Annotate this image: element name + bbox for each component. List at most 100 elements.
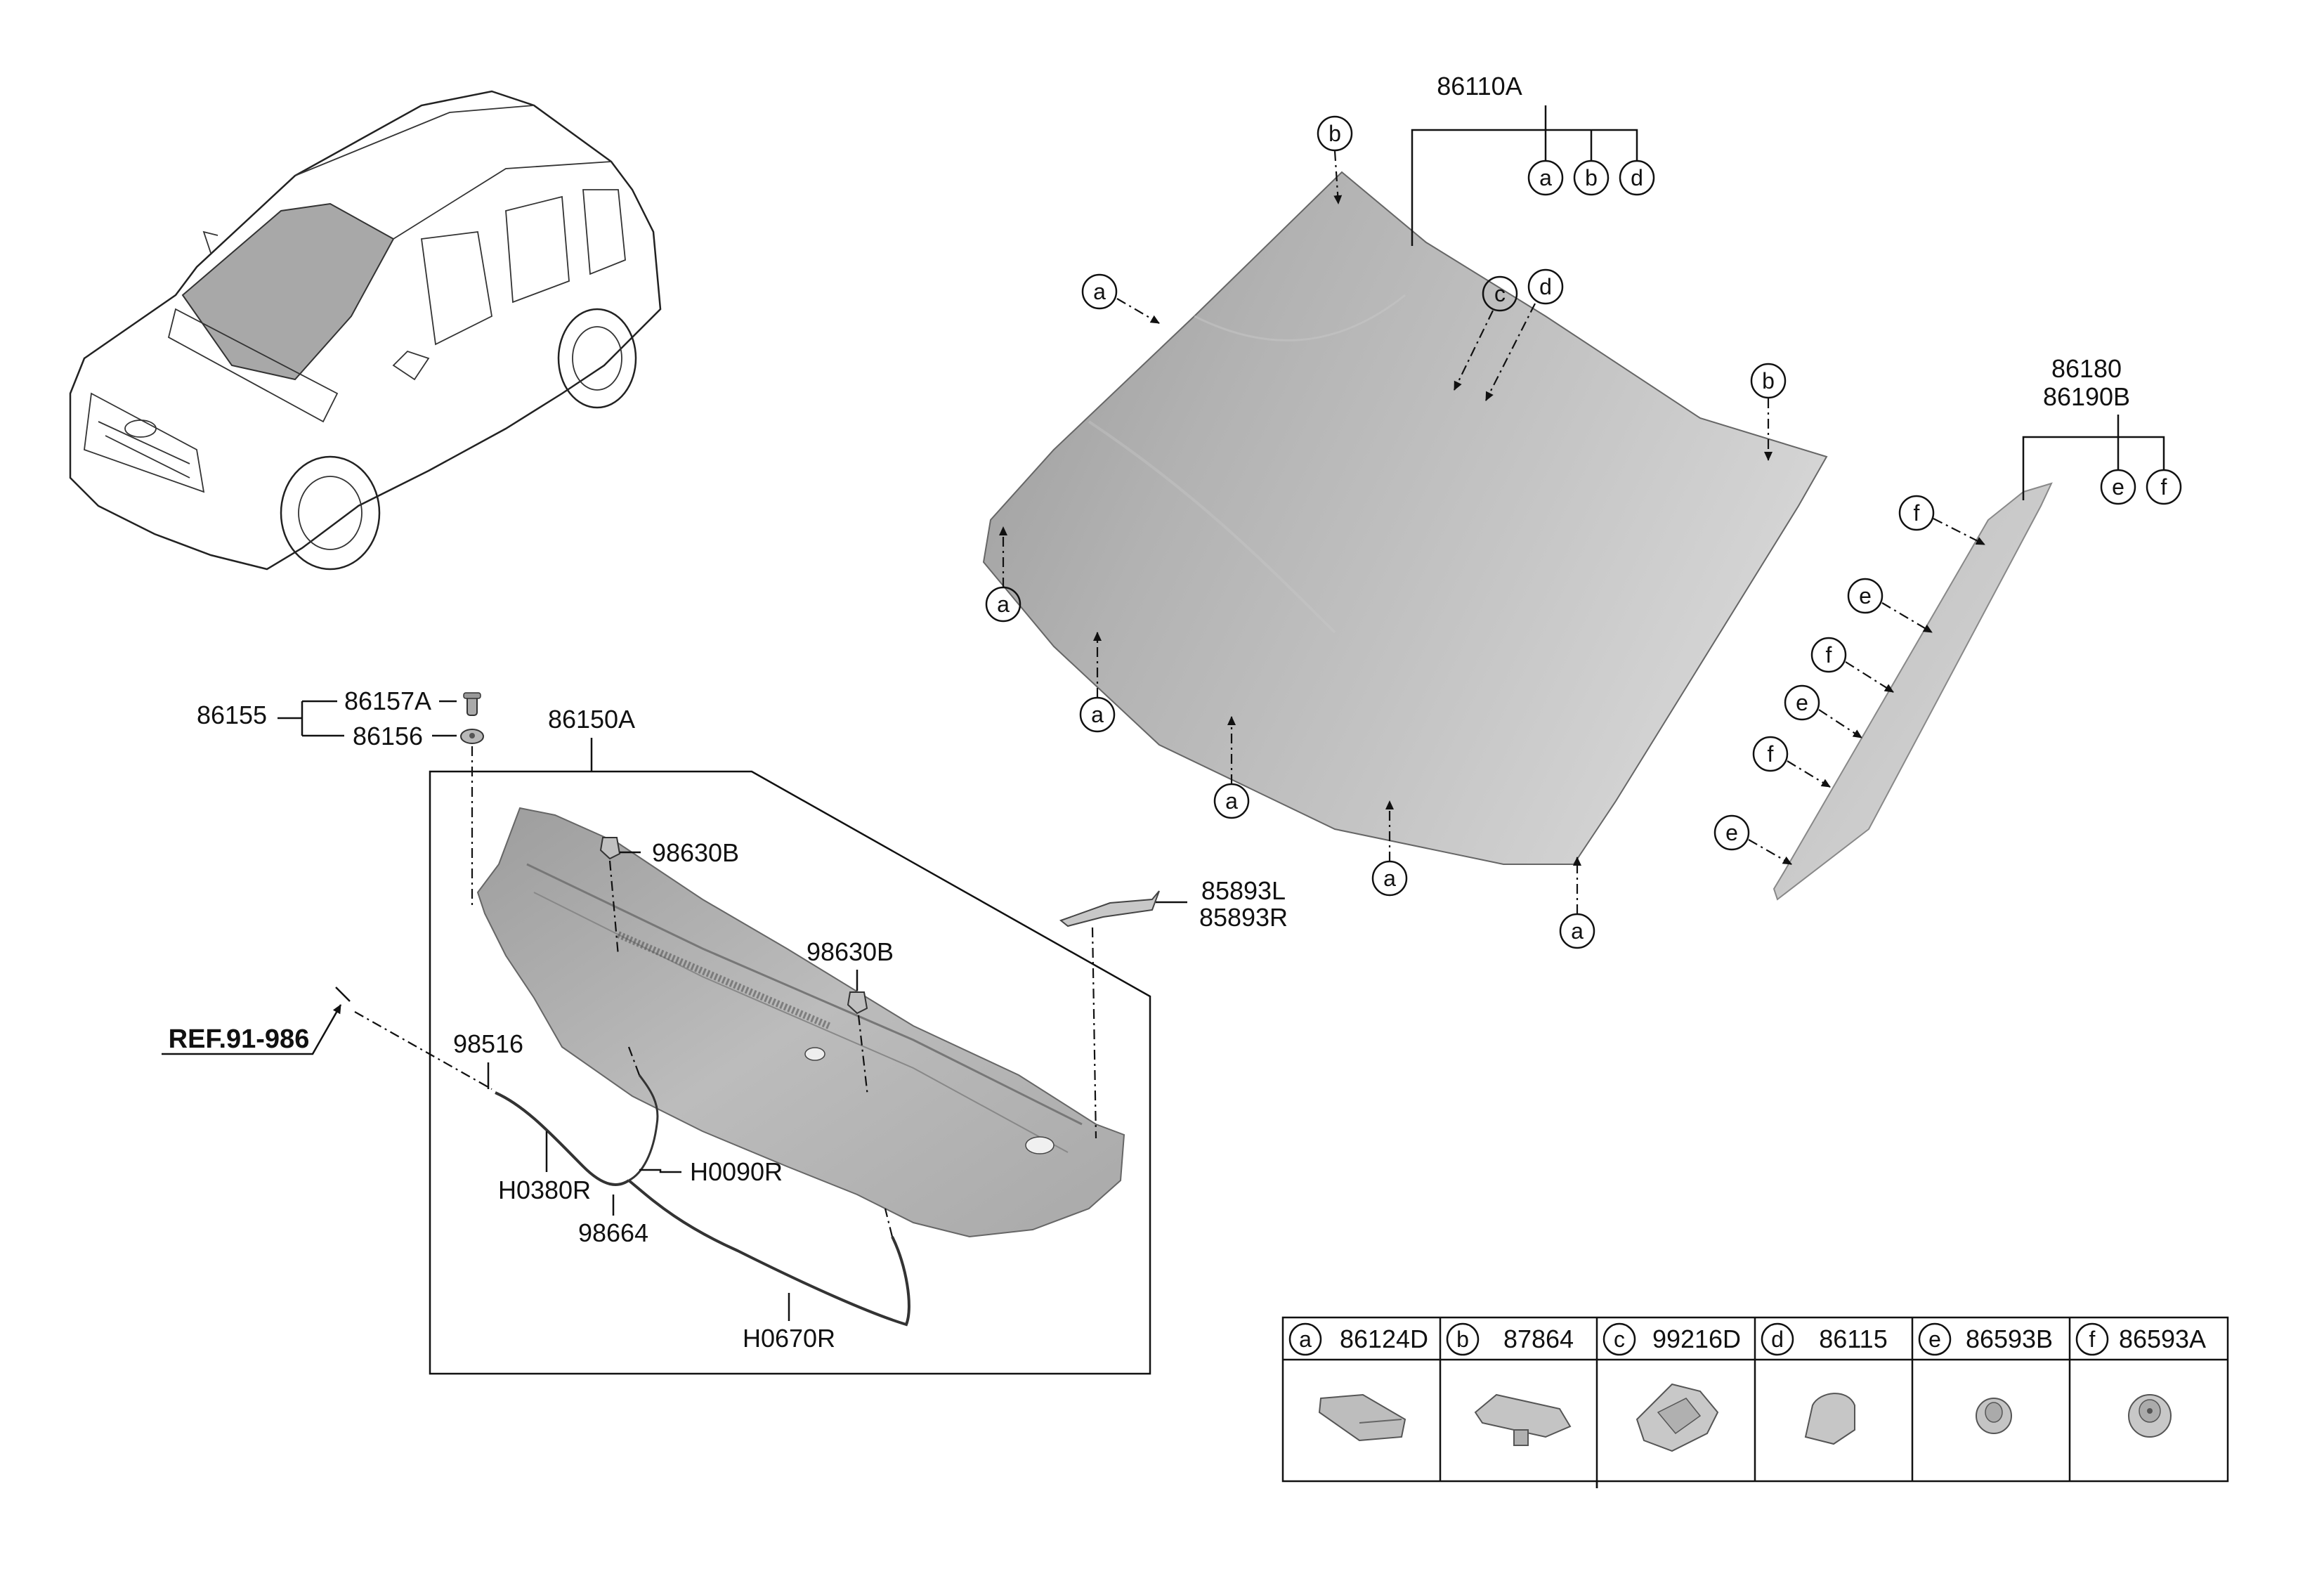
clip-86593b-icon: [1976, 1398, 2012, 1434]
windshield-glass: [982, 171, 1828, 865]
spacer-87864-icon: [1474, 1393, 1572, 1446]
svg-text:f: f: [1914, 500, 1920, 526]
cowl-callouts: 98630B 98630B 85893L 85893R REF.91-986 9…: [162, 837, 1288, 1353]
letter-marker-b: b: [1573, 160, 1610, 196]
ref-label: REF.91-986: [169, 1024, 310, 1054]
legend-entry-c: c 99216D: [1602, 1322, 1741, 1452]
nozzle-98630b-icon: [847, 991, 868, 1015]
part-label-98664: 98664: [578, 1218, 648, 1247]
letter-marker-a: a: [1081, 273, 1118, 310]
callout-86150a: 86150A: [429, 705, 1151, 1375]
svg-text:c: c: [1614, 1327, 1625, 1352]
part-label-98630b-top: 98630B: [652, 838, 739, 867]
part-label-h0670r: H0670R: [743, 1324, 835, 1353]
svg-text:a: a: [1299, 1327, 1312, 1352]
svg-text:b: b: [1585, 165, 1598, 190]
svg-text:a: a: [1383, 866, 1396, 891]
callout-86180-86190b: 86180 86190B e f f e f e f e: [1713, 354, 2182, 865]
svg-text:a: a: [1093, 279, 1106, 304]
svg-text:a: a: [1571, 918, 1584, 944]
letter-marker-f: f: [1752, 736, 1789, 772]
letter-marker-b: b: [1750, 363, 1787, 399]
callout-86155: 86155 86157A 86156: [197, 686, 484, 906]
part-label-86180: 86180: [2051, 354, 2122, 383]
part-label-85893l: 85893L: [1201, 876, 1286, 905]
part-label-h0090r: H0090R: [690, 1157, 783, 1186]
letter-marker-e: e: [1713, 814, 1750, 851]
part-label-86155: 86155: [197, 701, 267, 729]
svg-text:86124D: 86124D: [1340, 1325, 1428, 1353]
letter-marker-f: f: [1898, 495, 1935, 531]
svg-text:86115: 86115: [1819, 1325, 1887, 1353]
svg-text:87864: 87864: [1503, 1325, 1574, 1353]
legend-entry-d: d 86115: [1761, 1322, 1888, 1445]
callout-86110a: 86110A a b d: [1411, 72, 1655, 246]
part-label-h0380r: H0380R: [498, 1176, 591, 1204]
legend-entry-f: f 86593A: [2075, 1322, 2206, 1438]
part-label-86156: 86156: [353, 722, 423, 750]
svg-text:e: e: [2112, 474, 2124, 500]
svg-text:e: e: [1928, 1327, 1941, 1352]
svg-text:e: e: [1725, 820, 1738, 845]
letter-marker-a: a: [1527, 160, 1564, 196]
nozzle-98630b-icon: [599, 837, 621, 860]
legend-entry-e: e 86593B: [1918, 1322, 2053, 1434]
part-label-86110a: 86110A: [1437, 72, 1522, 100]
svg-text:86593B: 86593B: [1966, 1325, 2053, 1353]
letter-marker-a: a: [985, 586, 1021, 623]
letter-marker-a: a: [1213, 783, 1250, 819]
svg-text:f: f: [2089, 1327, 2096, 1352]
letter-marker-f: f: [2146, 469, 2182, 505]
svg-text:a: a: [1225, 788, 1238, 814]
molding-strip: [1773, 482, 2053, 901]
part-label-86157a: 86157A: [344, 686, 431, 715]
bracket-99216d-icon: [1636, 1383, 1719, 1452]
svg-text:b: b: [1329, 121, 1341, 146]
letter-marker-b: b: [1317, 115, 1353, 152]
legend-entry-a: a 86124D: [1288, 1322, 1428, 1442]
letter-marker-a: a: [1079, 696, 1116, 733]
vehicle-illustration: [69, 90, 662, 571]
pad-86115-icon: [1804, 1393, 1855, 1445]
seal-85893-icon: [1059, 890, 1160, 928]
letter-marker-a: a: [1559, 913, 1595, 949]
clip-86157a-icon: [463, 692, 481, 716]
svg-text:a: a: [997, 592, 1010, 617]
svg-text:e: e: [1859, 583, 1872, 608]
svg-text:f: f: [2161, 474, 2167, 500]
svg-text:b: b: [1456, 1327, 1469, 1352]
letter-marker-e: e: [2100, 469, 2136, 505]
letter-marker-d: d: [1619, 160, 1655, 196]
clip-86593a-icon: [2128, 1394, 2172, 1438]
svg-text:99216D: 99216D: [1652, 1325, 1741, 1353]
clip-86124d-icon: [1318, 1393, 1406, 1442]
svg-text:a: a: [1539, 165, 1552, 190]
legend-table: a 86124D b 87864 c 99216D: [1281, 1316, 2229, 1488]
svg-text:b: b: [1762, 368, 1775, 393]
svg-text:d: d: [1539, 274, 1552, 299]
part-label-86150a: 86150A: [548, 705, 635, 734]
legend-entry-b: b 87864: [1446, 1322, 1574, 1446]
svg-text:c: c: [1494, 281, 1506, 306]
svg-text:f: f: [1768, 741, 1774, 767]
part-label-86190b: 86190B: [2043, 382, 2130, 411]
part-label-98630b-mid: 98630B: [807, 937, 894, 966]
svg-text:e: e: [1796, 690, 1808, 715]
svg-text:f: f: [1826, 642, 1832, 668]
letter-marker-f: f: [1810, 637, 1847, 673]
letter-marker-e: e: [1847, 578, 1884, 614]
letter-marker-c: c: [1482, 275, 1518, 312]
cowl-panel: [476, 807, 1125, 1238]
windshield-callouts: b a c d b a a a a a: [985, 115, 1787, 949]
grommet-86156-icon: [460, 729, 484, 744]
svg-text:d: d: [1771, 1327, 1784, 1352]
svg-text:a: a: [1091, 702, 1104, 727]
svg-text:86593A: 86593A: [2119, 1325, 2206, 1353]
letter-marker-a: a: [1371, 860, 1408, 897]
svg-text:d: d: [1631, 165, 1643, 190]
part-label-98516: 98516: [453, 1029, 523, 1058]
part-label-85893r: 85893R: [1199, 903, 1288, 932]
letter-marker-e: e: [1784, 684, 1820, 721]
letter-marker-d: d: [1527, 268, 1564, 305]
